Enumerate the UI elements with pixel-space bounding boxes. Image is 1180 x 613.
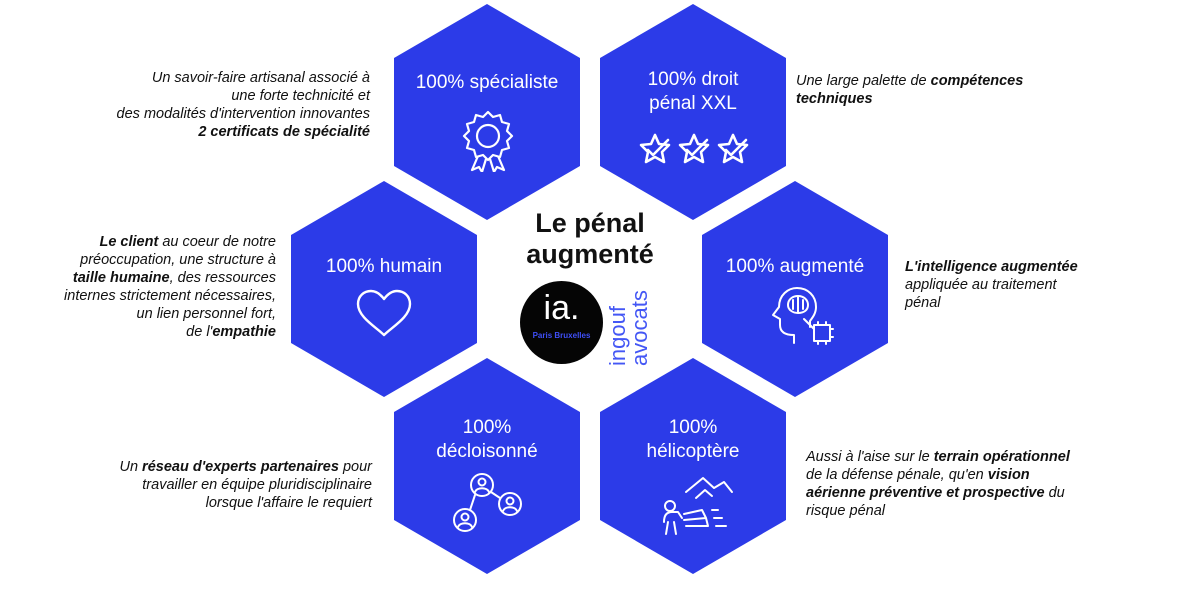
- desc-humain-line2: préoccupation, une structure à: [80, 252, 276, 268]
- desc-helicoptere-pre2: de la défense pénale, qu'en: [806, 467, 988, 483]
- logo-subtitle: Paris Bruxelles: [532, 331, 591, 340]
- desc-specialiste-line1: Un savoir-faire artisanal associé à: [151, 70, 370, 86]
- hex-title-humain: 100% humain: [325, 256, 443, 277]
- desc-humain-line4: internes strictement nécessaires,: [64, 288, 276, 304]
- desc-specialiste: Un savoir-faire artisanal associé à une …: [40, 69, 370, 141]
- desc-decloisonne-line3: lorsque l'affaire le requiert: [205, 495, 372, 511]
- award-ribbon-icon: [462, 110, 514, 172]
- desc-helicoptere-bold1: terrain opérationnel: [933, 449, 1070, 465]
- desc-helicoptere-pre1: Aussi à l'aise sur le: [806, 449, 934, 465]
- desc-humain-line5: un lien personnel fort,: [136, 306, 276, 322]
- hex-title-augmente: 100% augmenté: [725, 256, 865, 277]
- desc-helicoptere-line4: risque pénal: [806, 503, 885, 519]
- desc-augmente-line3: pénal: [905, 295, 941, 311]
- hex-title-decloisonne-1: 100%: [462, 417, 512, 438]
- desc-helicoptere: Aussi à l'aise sur le terrain opérationn…: [806, 448, 1176, 520]
- desc-humain-text1: au coeur de notre: [158, 234, 276, 250]
- hex-augmente: 100% augmenté: [702, 181, 888, 397]
- hex-title-helicoptere-2: hélicoptère: [646, 441, 740, 462]
- hex-title-specialiste: 100% spécialiste: [415, 72, 559, 93]
- ai-head-chip-icon: [772, 287, 834, 345]
- center-title-line2: augmenté: [526, 239, 654, 269]
- hex-title-droit-1: 100% droit: [647, 69, 739, 90]
- desc-helicoptere-bold2: vision: [987, 467, 1030, 483]
- heart-icon: [356, 289, 412, 337]
- desc-helicoptere-bold3: aérienne préventive et prospective: [806, 485, 1045, 501]
- hex-helicoptere: 100% hélicoptère: [600, 358, 786, 574]
- desc-droit-bold1: compétences: [930, 73, 1024, 89]
- desc-decloisonne: Un réseau d'experts partenaires pour tra…: [40, 458, 372, 512]
- hex-humain: 100% humain: [291, 181, 477, 397]
- desc-decloisonne-bold: réseau d'experts partenaires: [142, 459, 339, 475]
- desc-decloisonne-pre: Un: [119, 459, 143, 475]
- hex-title-helicoptere-1: 100%: [668, 417, 718, 438]
- person-overview-icon: [663, 477, 733, 535]
- desc-specialiste-line2: une forte technicité et: [231, 88, 370, 104]
- logo-name-avocats: avocats: [627, 290, 652, 366]
- hex-title-droit-2: pénal XXL: [649, 93, 737, 114]
- desc-humain-bold6: empathie: [212, 324, 276, 340]
- desc-helicoptere-post3: du: [1044, 485, 1065, 501]
- hex-droit: 100% droit pénal XXL: [600, 4, 786, 220]
- desc-droit-bold2: techniques: [796, 91, 873, 107]
- desc-augmente-line2: appliquée au traitement: [905, 277, 1057, 293]
- desc-humain-bold1: Le client: [99, 234, 159, 250]
- desc-decloisonne-line2: travailler en équipe pluridisciplinaire: [142, 477, 372, 493]
- desc-augmente-bold: L'intelligence augmentée: [905, 259, 1078, 275]
- desc-specialiste-bold: 2 certificats de spécialité: [198, 124, 370, 140]
- logo-mark: ia.: [543, 289, 580, 327]
- network-people-icon: [453, 473, 522, 532]
- logo-wordmark: ingouf avocats: [603, 282, 653, 382]
- desc-augmente: L'intelligence augmentée appliquée au tr…: [905, 258, 1165, 312]
- hex-title-decloisonne-2: décloisonné: [436, 441, 538, 462]
- desc-humain-text6: de l': [186, 324, 213, 340]
- center-title-line1: Le pénal: [535, 208, 645, 238]
- desc-specialiste-line3: des modalités d'intervention innovantes: [116, 106, 370, 122]
- hex-specialiste: 100% spécialiste: [394, 4, 580, 220]
- desc-humain-bold2: taille humaine: [72, 270, 170, 286]
- desc-droit: Une large palette de compétences techniq…: [796, 72, 1116, 108]
- desc-humain: Le client au coeur de notre préoccupatio…: [20, 233, 276, 341]
- desc-humain-text3: , des ressources: [169, 270, 276, 286]
- desc-droit-pre: Une large palette de: [796, 73, 931, 89]
- logo-badge: ia. Paris Bruxelles: [520, 281, 603, 364]
- hex-decloisonne: 100% décloisonné: [394, 358, 580, 574]
- logo-name-ingouf: ingouf: [605, 306, 630, 366]
- three-stars-icon: [639, 133, 749, 164]
- desc-decloisonne-post: pour: [338, 459, 372, 475]
